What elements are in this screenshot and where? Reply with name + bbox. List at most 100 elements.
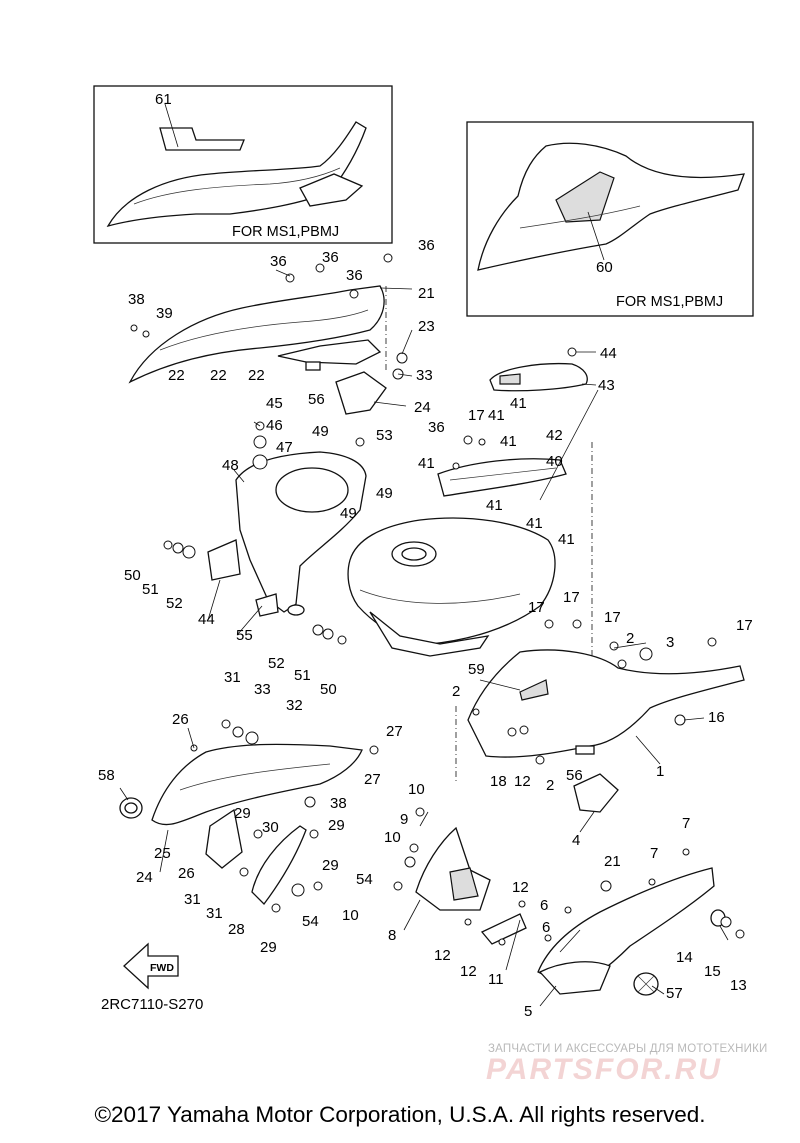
callout-label: 18	[490, 773, 507, 790]
callout-label: 49	[340, 505, 357, 522]
callout-label: 17	[468, 407, 485, 424]
fwd-arrow: FWD	[123, 942, 179, 990]
callout-label: 36	[270, 253, 287, 270]
callout-label: 51	[294, 667, 311, 684]
callout-label: 38	[128, 291, 145, 308]
callout-label: 14	[676, 949, 693, 966]
callout-label: 50	[320, 681, 337, 698]
callout-label: 10	[408, 781, 425, 798]
callout-label: 49	[312, 423, 329, 440]
callout-label: 16	[708, 709, 725, 726]
callout-label: 57	[666, 985, 683, 1002]
callout-label: 41	[488, 407, 505, 424]
callout-label: 27	[364, 771, 381, 788]
callout-label: 26	[172, 711, 189, 728]
callout-label: 33	[254, 681, 271, 698]
tank-bracket	[437, 458, 567, 497]
inset-left-note: FOR MS1,PBMJ	[232, 224, 339, 240]
callout-label: 44	[198, 611, 215, 628]
callout-label: 11	[488, 971, 504, 988]
callout-61-label: 61	[155, 91, 172, 108]
callout-label: 36	[346, 267, 363, 284]
callout-label: 36	[322, 249, 339, 266]
callout-label: 24	[414, 399, 431, 416]
callout-label: 1	[656, 763, 664, 780]
callout-label: 41	[526, 515, 543, 532]
callout-label: 41	[510, 395, 527, 412]
callout-label: 59	[468, 661, 485, 678]
fuel-tank-cover	[207, 451, 367, 617]
callout-label: 17	[604, 609, 621, 626]
side-cover-right	[467, 649, 745, 813]
callout-label: 44	[600, 345, 617, 362]
watermark-tagline: ЗАПЧАСТИ И АКСЕССУАРЫ ДЛЯ МОТОТЕХНИКИ	[488, 1043, 768, 1055]
callout-label: 39	[156, 305, 173, 322]
watermark-logo: PARTSFOR.RU	[486, 1053, 722, 1086]
callout-label: 7	[682, 815, 690, 832]
callout-label: 41	[500, 433, 517, 450]
callout-label: 24	[136, 869, 153, 886]
callout-label: 2	[452, 683, 460, 700]
callout-label: 21	[604, 853, 621, 870]
callout-label: 17	[528, 599, 545, 616]
callout-label: 48	[222, 457, 239, 474]
callout-label: 10	[384, 829, 401, 846]
callout-label: 7	[650, 845, 658, 862]
callout-label: 29	[260, 939, 277, 956]
callout-label: 45	[266, 395, 283, 412]
lower-cowl-left	[119, 743, 363, 905]
callout-label: 10	[342, 907, 359, 924]
callout-label: 12	[434, 947, 451, 964]
callout-label: 9	[400, 811, 408, 828]
callout-label: 22	[248, 367, 265, 384]
callout-label: 2	[626, 630, 634, 647]
callout-label: 6	[540, 897, 548, 914]
callout-label: 50	[124, 567, 141, 584]
callout-label: 53	[376, 427, 393, 444]
callout-label: 36	[428, 419, 445, 436]
callout-label: 29	[328, 817, 345, 834]
callout-label: 58	[98, 767, 115, 784]
callout-label: 26	[178, 865, 195, 882]
callout-label: 31	[206, 905, 223, 922]
callout-label: 17	[563, 589, 580, 606]
callout-label: 13	[730, 977, 747, 994]
callout-label: 12	[460, 963, 477, 980]
callout-label: 15	[704, 963, 721, 980]
callout-label: 30	[262, 819, 279, 836]
callout-label: 43	[598, 377, 615, 394]
leader-lines	[119, 269, 729, 1007]
fuel-tank	[347, 517, 556, 657]
inset-left: 61 FOR MS1,PBMJ	[93, 85, 393, 244]
callout-label: 38	[330, 795, 347, 812]
callout-label: 47	[276, 439, 293, 456]
callout-label: 6	[542, 919, 550, 936]
inset-right-note: FOR MS1,PBMJ	[616, 294, 723, 310]
callout-label: 46	[266, 417, 283, 434]
callout-label: 33	[416, 367, 433, 384]
callout-label: 8	[388, 927, 396, 944]
callout-label: 41	[558, 531, 575, 548]
callout-label: 22	[168, 367, 185, 384]
callout-label: 54	[356, 871, 373, 888]
callout-label: 21	[418, 285, 435, 302]
callout-label: 5	[524, 1003, 532, 1020]
callout-label: 54	[302, 913, 319, 930]
callout-label: 32	[286, 697, 303, 714]
callout-label: 29	[322, 857, 339, 874]
callout-label: 49	[376, 485, 393, 502]
callout-label: 29	[234, 805, 251, 822]
callout-label: 52	[166, 595, 183, 612]
callout-label: 51	[142, 581, 159, 598]
callout-60-label: 60	[596, 259, 613, 276]
callout-label: 3	[666, 634, 674, 651]
callout-label: 25	[154, 845, 171, 862]
diagram-code: 2RC7110-S270	[101, 996, 203, 1013]
upper-side-cover	[128, 285, 387, 415]
callout-label: 36	[418, 237, 435, 254]
callout-labels: 36 36 36 36 21 38 39 22 22 22 23 33 56 2…	[98, 237, 753, 1020]
callout-label: 27	[386, 723, 403, 740]
tank-top-cover	[489, 362, 588, 392]
fasteners	[130, 253, 745, 946]
